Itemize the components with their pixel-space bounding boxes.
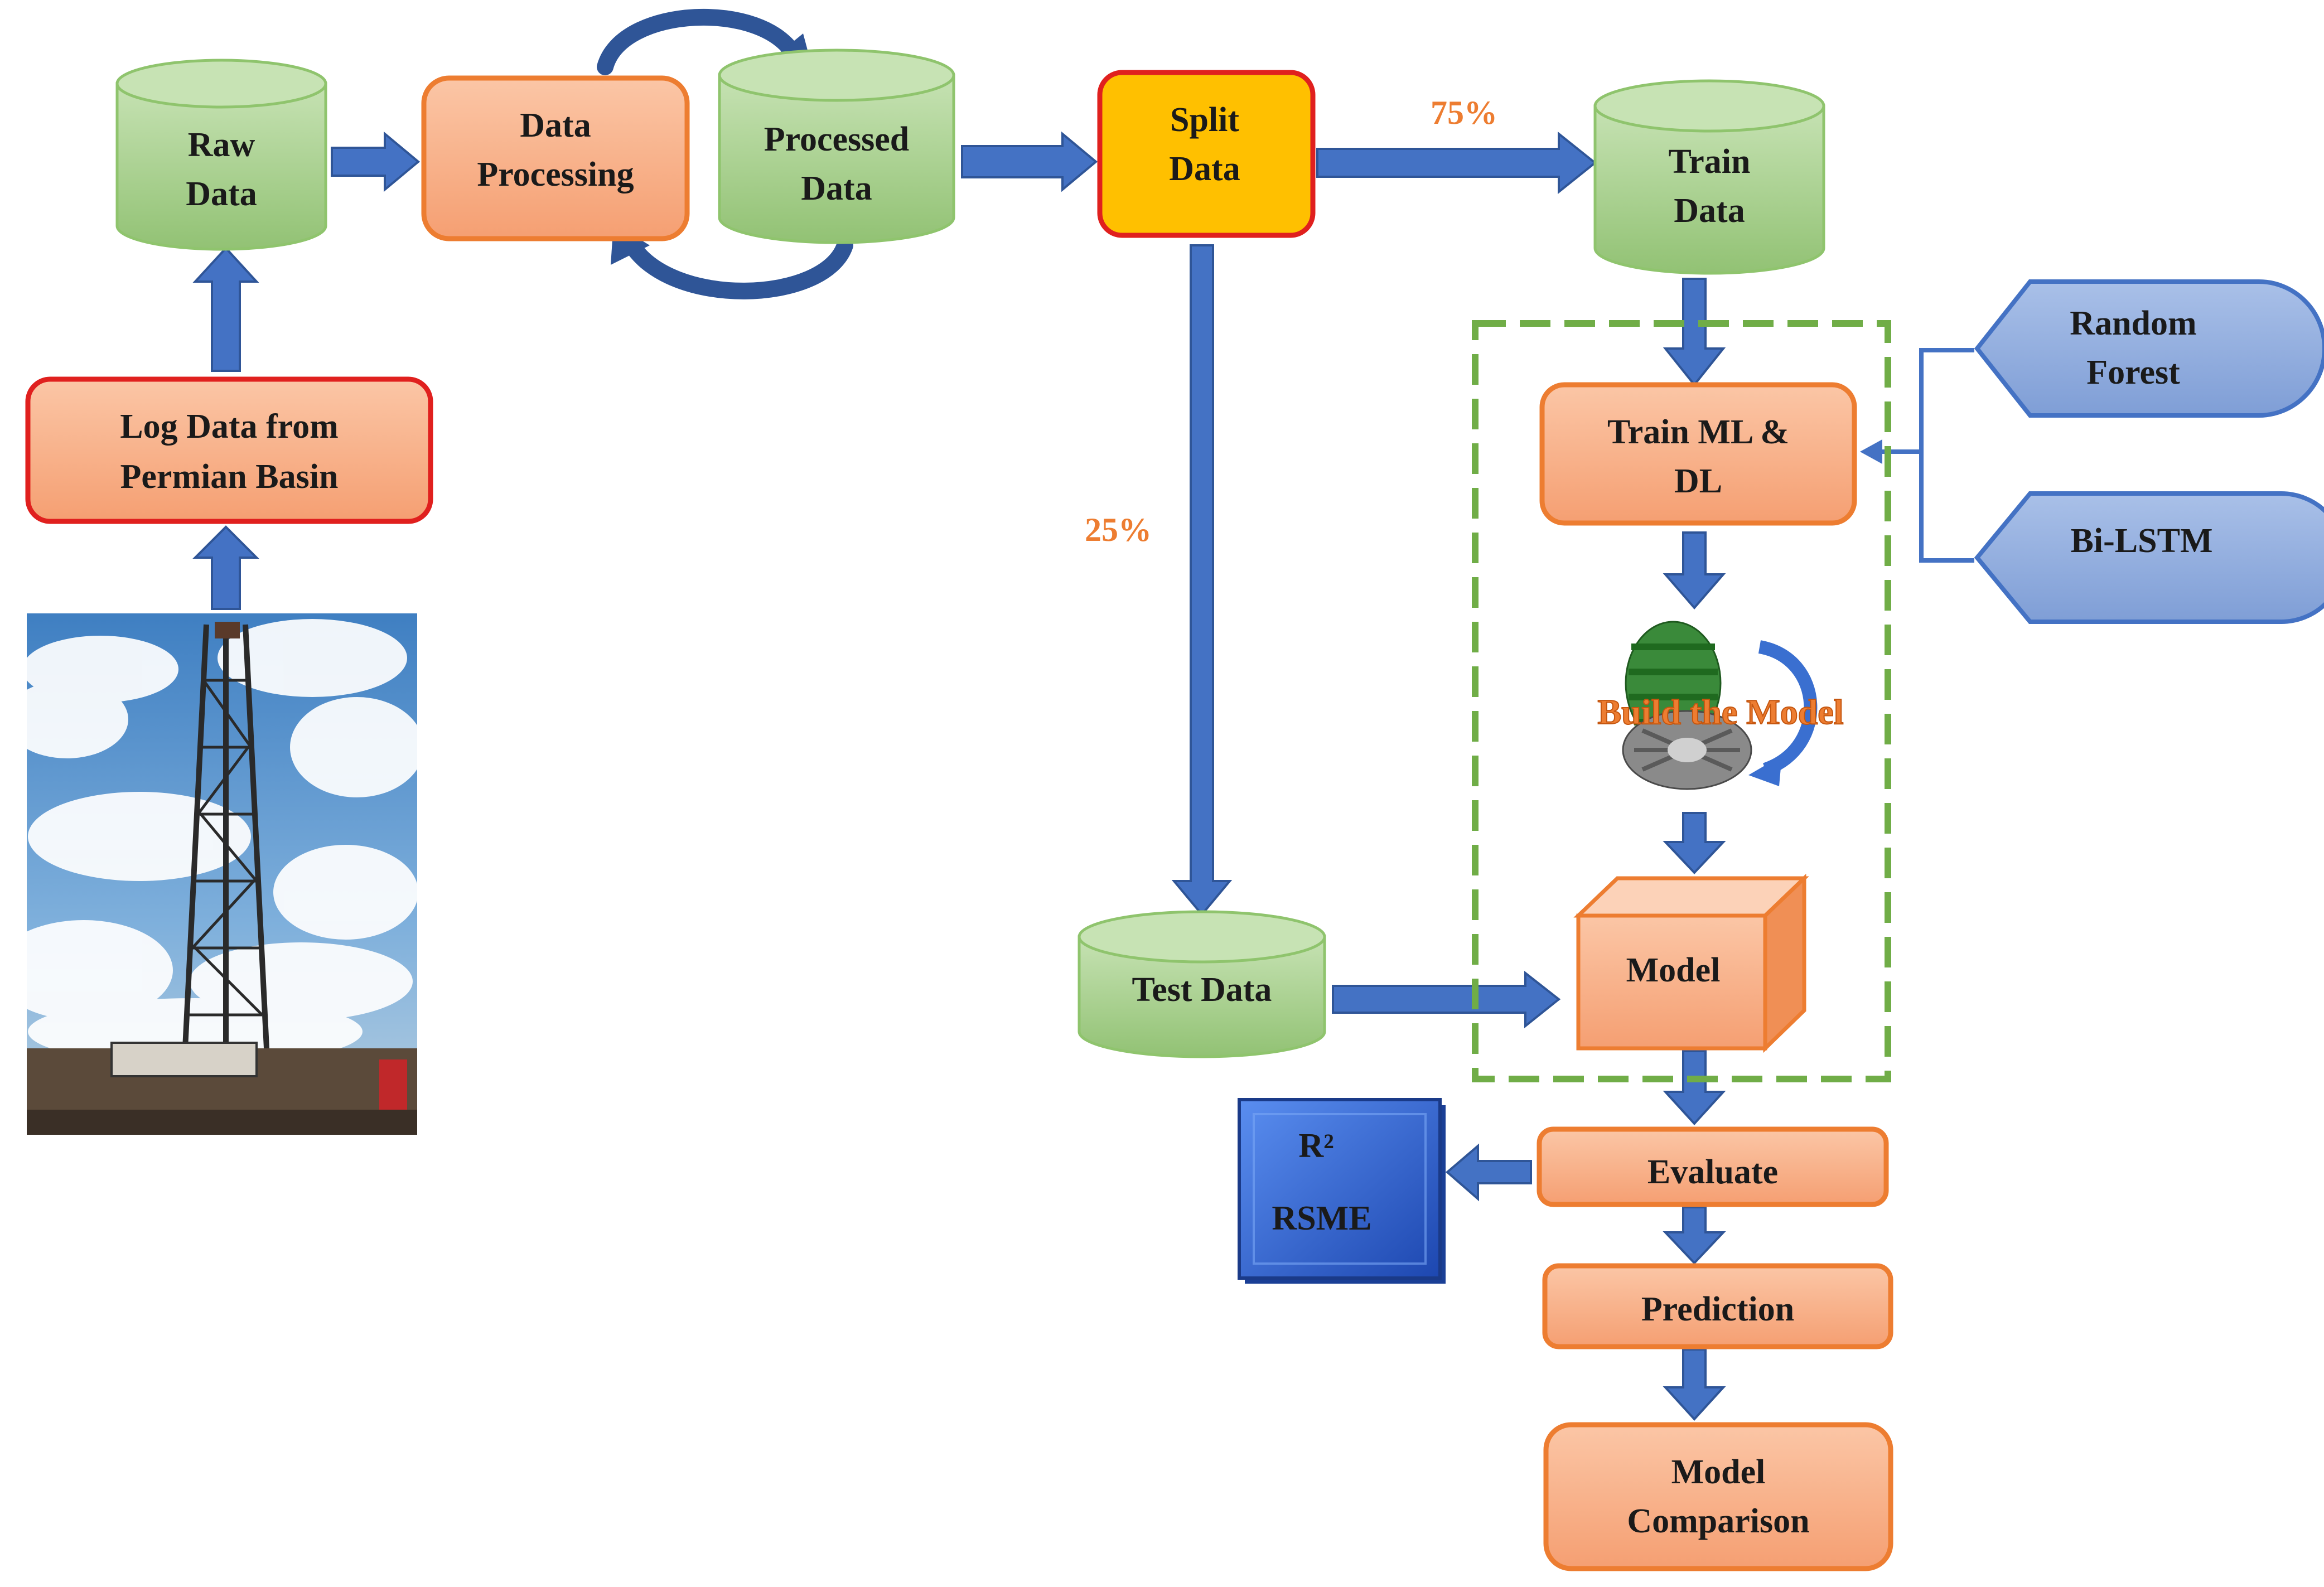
arrow-build-to-model xyxy=(1663,812,1726,874)
log-data-label-2: Permian Basin xyxy=(120,458,339,496)
data-processing-label-1: Data xyxy=(520,107,591,144)
arrow-train-to-ml xyxy=(1663,278,1726,387)
split-data-label-2: Data xyxy=(1169,150,1240,188)
train-data-cylinder xyxy=(1593,79,1825,275)
model-comparison-label-1: Model xyxy=(1671,1453,1766,1491)
arrow-model-types-to-train xyxy=(1860,439,1882,464)
data-processing-label-2: Processing xyxy=(477,156,634,193)
log-data-box xyxy=(25,376,433,524)
model-label: Model xyxy=(1626,951,1721,989)
arrow-raw-to-processing xyxy=(331,131,421,192)
build-model-label: Build the Model xyxy=(1598,692,1844,732)
train-split-label: 75% xyxy=(1431,94,1497,131)
arrow-evaluate-to-metrics xyxy=(1445,1143,1532,1202)
train-ml-dl-box xyxy=(1539,382,1857,526)
metric-rsme-label: RSME xyxy=(1272,1199,1371,1237)
random-forest-label-1: Random xyxy=(2070,304,2196,342)
split-data-box xyxy=(1097,70,1316,238)
arrow-evaluate-to-prediction xyxy=(1663,1206,1726,1265)
test-data-cylinder xyxy=(1078,910,1326,1058)
arrow-prediction-to-comparison xyxy=(1663,1348,1726,1421)
arrow-model-to-evaluate xyxy=(1663,1050,1726,1125)
processed-data-label-1: Processed xyxy=(764,120,910,158)
test-split-label: 25% xyxy=(1085,511,1152,548)
prediction-label: Prediction xyxy=(1641,1290,1794,1328)
arrow-rig-to-log xyxy=(192,525,259,610)
loop-arrow-bottom xyxy=(622,234,853,299)
log-data-label-1: Log Data from xyxy=(120,408,338,446)
evaluate-box xyxy=(1537,1126,1889,1207)
train-data-label-1: Train xyxy=(1669,143,1751,181)
random-forest-label-2: Forest xyxy=(2086,354,2180,391)
train-ml-dl-label-2: DL xyxy=(1674,462,1722,500)
arrow-processed-to-split xyxy=(961,131,1098,192)
bi-lstm-label: Bi-LSTM xyxy=(2071,522,2213,560)
metrics-box xyxy=(1238,1098,1446,1284)
arrow-log-to-raw xyxy=(192,246,259,372)
model-comparison-label-2: Comparison xyxy=(1627,1502,1809,1540)
bi-lstm-shape xyxy=(1974,491,2324,624)
data-processing-box xyxy=(421,75,690,241)
test-data-label: Test Data xyxy=(1132,971,1272,1009)
processed-data-label-2: Data xyxy=(801,170,872,207)
training-group-boundary xyxy=(1472,320,1891,1082)
train-data-label-2: Data xyxy=(1674,192,1745,230)
model-cube xyxy=(1573,873,1809,1053)
evaluate-label: Evaluate xyxy=(1647,1153,1778,1191)
arrow-split-to-train xyxy=(1316,131,1597,195)
loop-arrow-top xyxy=(597,8,803,75)
raw-data-label-2: Data xyxy=(186,175,257,213)
metric-r2-label: R² xyxy=(1298,1127,1333,1165)
model-types-bracket xyxy=(1919,348,1974,563)
prediction-box xyxy=(1542,1263,1893,1349)
processed-data-cylinder xyxy=(718,49,955,244)
raw-data-cylinder xyxy=(115,59,327,251)
arrow-split-to-test xyxy=(1171,244,1233,917)
raw-data-label-1: Raw xyxy=(188,126,255,164)
arrow-test-to-model xyxy=(1332,970,1561,1029)
split-data-label-1: Split xyxy=(1170,101,1239,139)
gears-icon xyxy=(1622,621,1818,790)
model-comparison-box xyxy=(1543,1422,1893,1571)
drilling-rig-photo xyxy=(0,613,424,1135)
arrow-ml-to-build xyxy=(1663,531,1726,610)
train-ml-dl-label-1: Train ML & xyxy=(1607,413,1789,451)
random-forest-shape xyxy=(1974,279,2324,418)
